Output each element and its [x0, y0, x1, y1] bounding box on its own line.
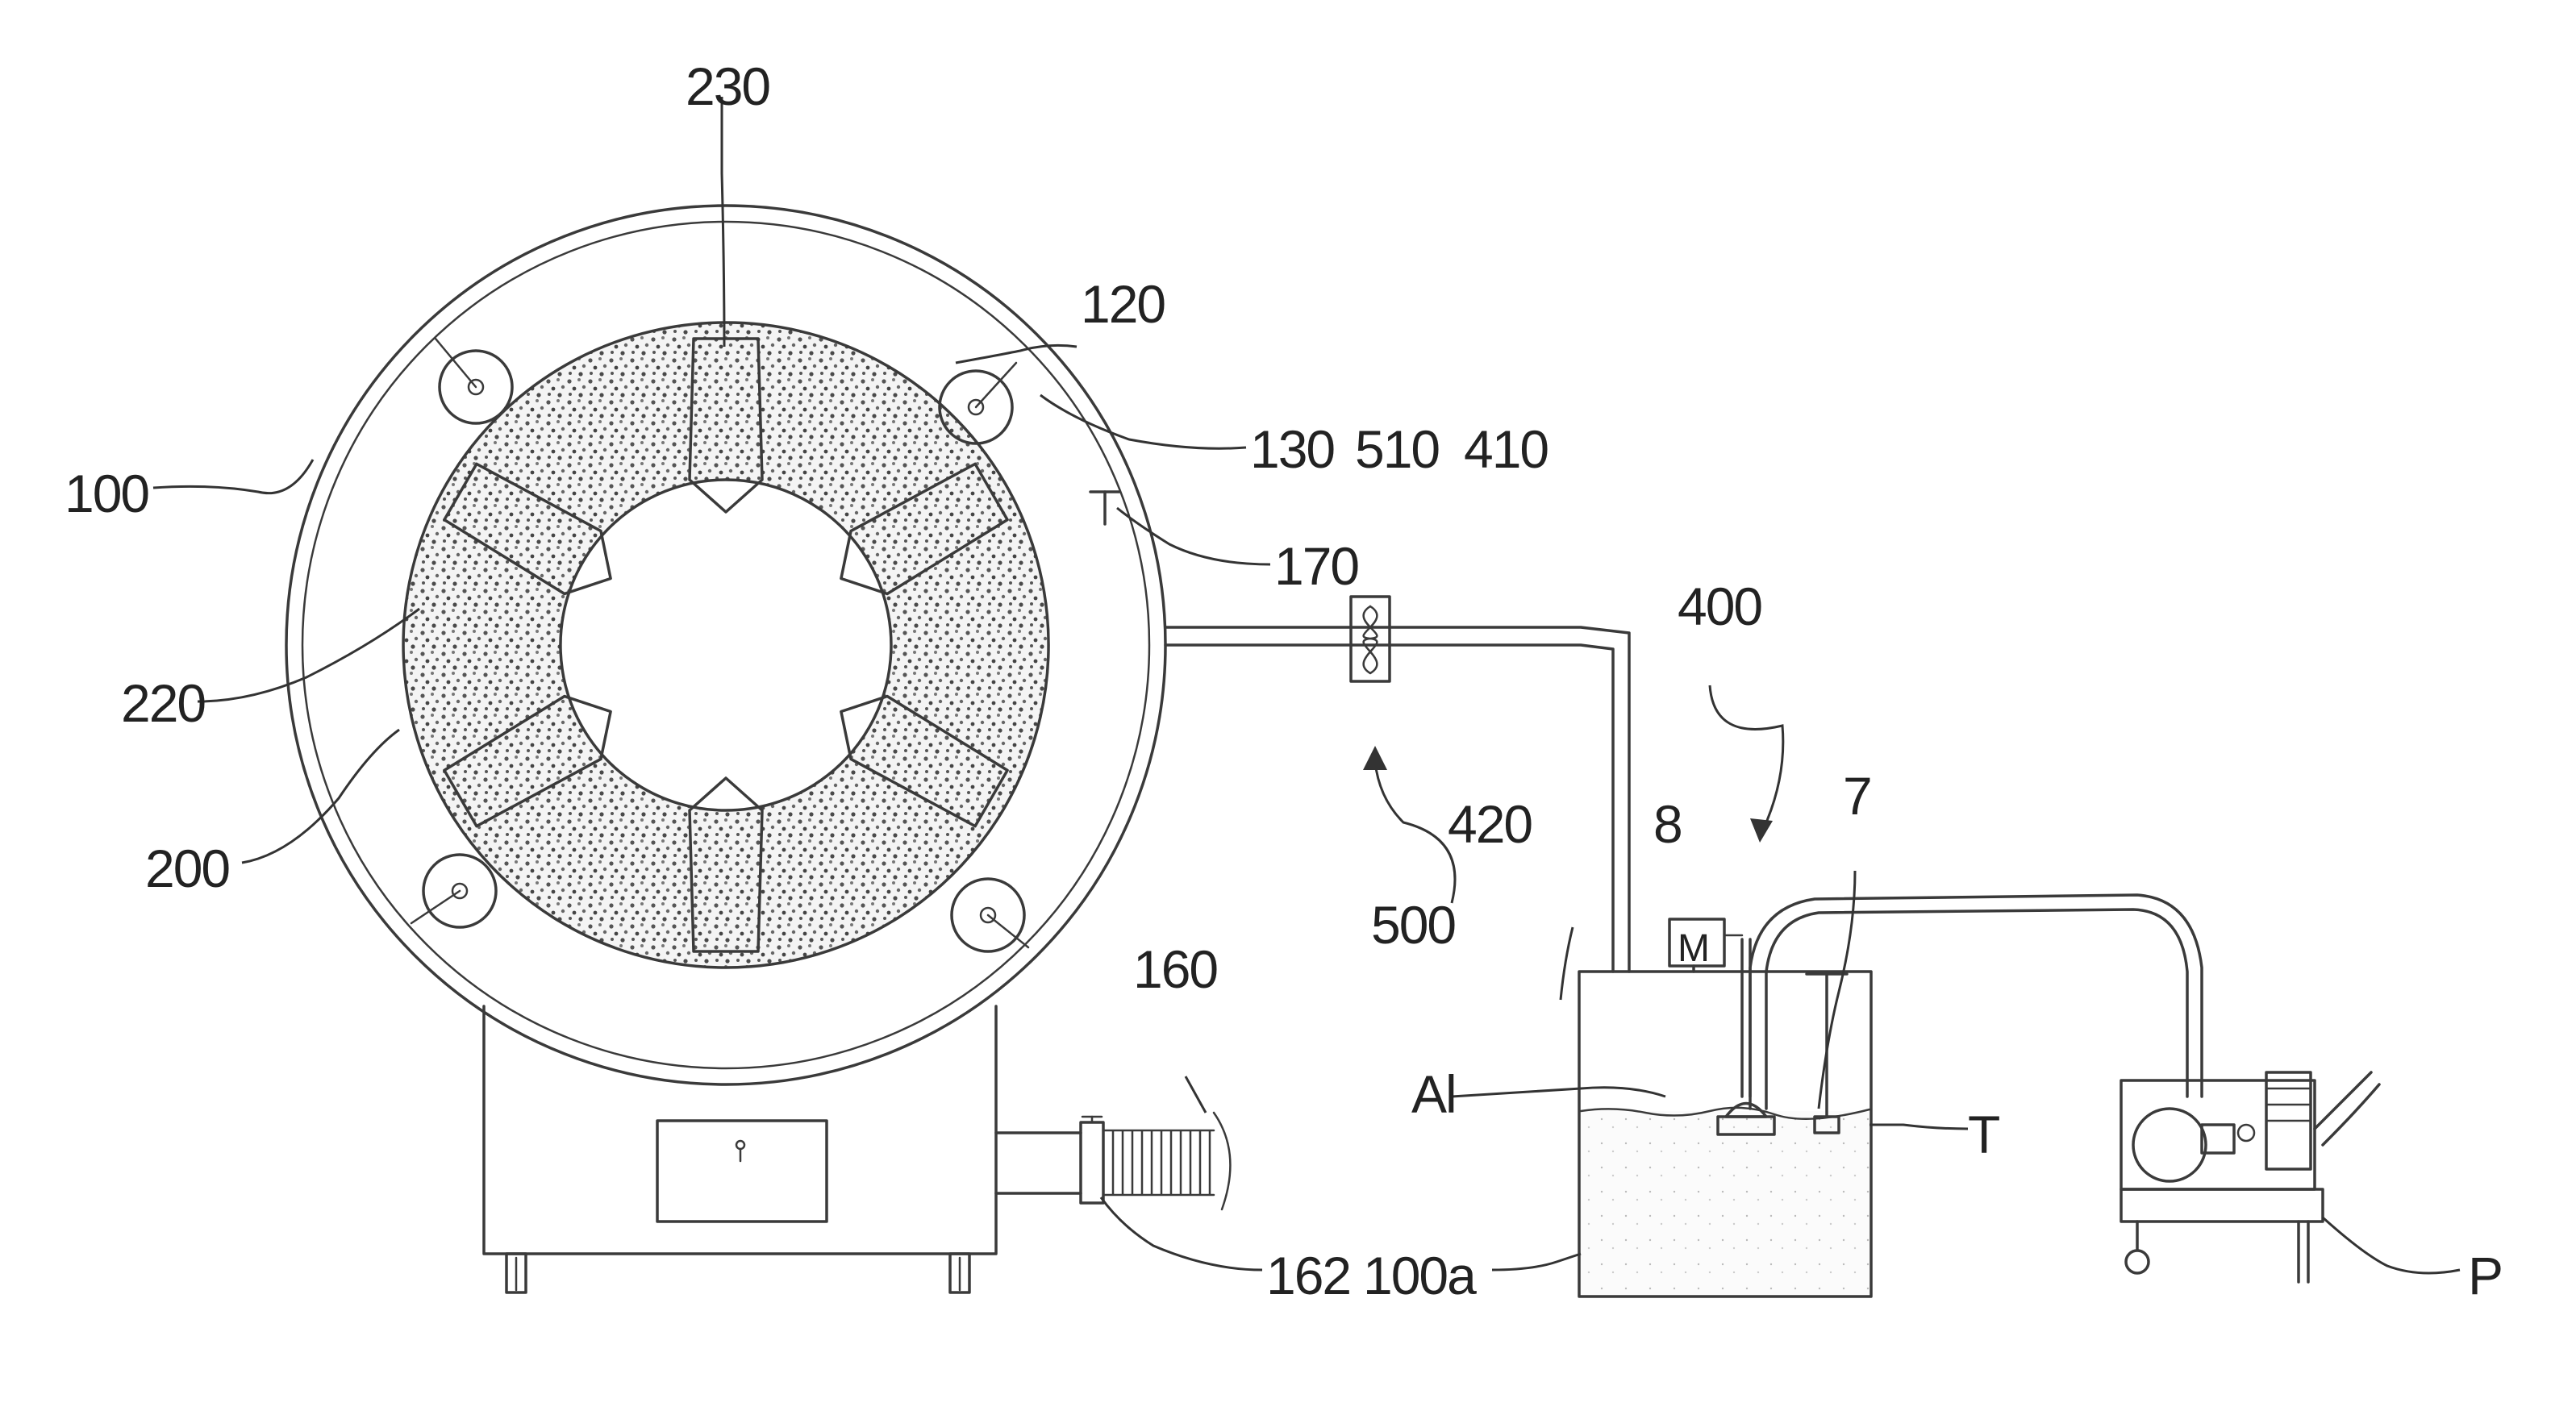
outlet-hose: [996, 1113, 1230, 1209]
label-130: 130: [1250, 419, 1334, 479]
label-162: 162: [1266, 1246, 1350, 1305]
label-220: 220: [121, 673, 205, 733]
motor-label: M: [1678, 927, 1708, 970]
motor-8: M: [1669, 919, 1774, 1134]
label-100: 100: [65, 464, 148, 523]
label-170: 170: [1274, 536, 1358, 596]
label-100a: 100a: [1363, 1246, 1477, 1305]
roller-bottom-right: [952, 879, 1028, 951]
material-ring: [403, 323, 1048, 968]
label-160: 160: [1133, 939, 1217, 999]
label-8: 8: [1653, 794, 1682, 854]
caster-right: [950, 1254, 969, 1292]
label-510: 510: [1355, 419, 1439, 479]
label-500: 500: [1371, 895, 1455, 955]
filter-510: [1351, 597, 1390, 681]
label-T: T: [1968, 1105, 1999, 1164]
control-panel: [657, 1121, 827, 1222]
roller-bottom-left: [411, 855, 496, 927]
label-200: 200: [145, 839, 229, 898]
roller-top-left: [436, 339, 512, 423]
label-P: P: [2468, 1246, 2502, 1305]
caster-left: [506, 1254, 526, 1292]
label-120: 120: [1081, 274, 1165, 334]
label-420: 420: [1448, 794, 1532, 854]
pump-P: [2121, 1072, 2379, 1282]
label-410: 410: [1464, 419, 1548, 479]
tank-liquid: [1579, 1111, 1871, 1297]
label-Al: Al: [1411, 1064, 1456, 1124]
arrows: [1363, 685, 1783, 903]
pump-hose: [1750, 895, 2202, 1109]
machine-base: [484, 1006, 996, 1292]
label-230: 230: [686, 56, 769, 116]
label-400: 400: [1678, 576, 1761, 636]
label-7: 7: [1843, 766, 1871, 826]
valve-170: [1090, 492, 1119, 524]
